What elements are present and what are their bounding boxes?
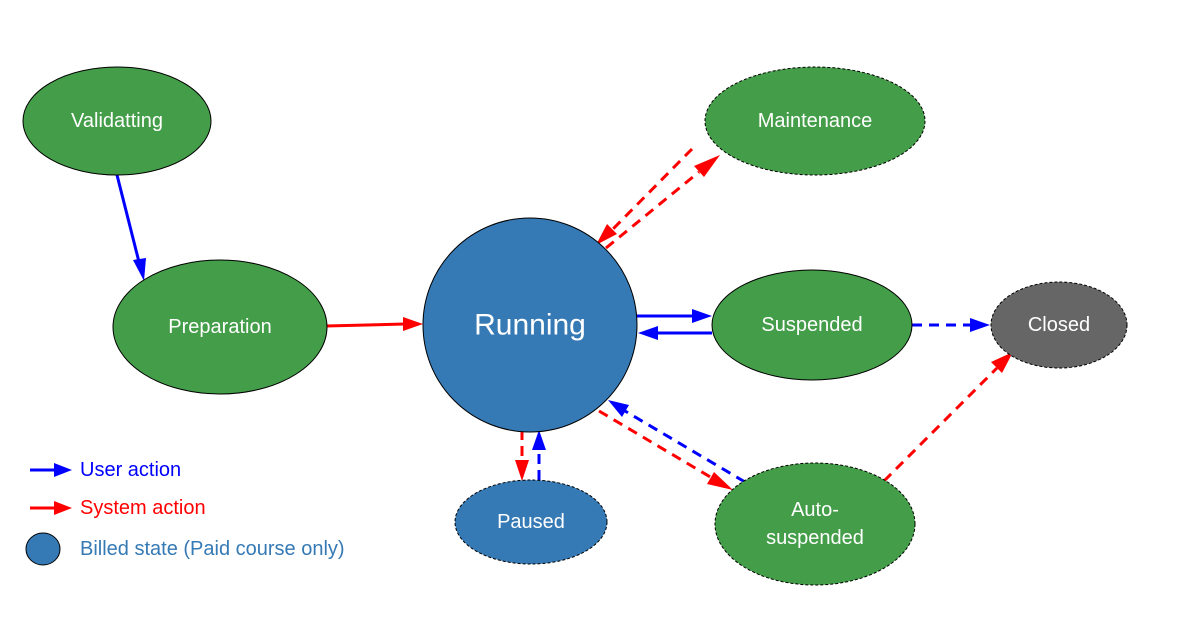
legend-billed-state: Billed state (Paid course only) (25, 532, 345, 566)
edge-running-to-auto-suspended[interactable] (598, 409, 733, 490)
node-label: Suspended (761, 314, 862, 336)
edge-running-to-suspended[interactable] (637, 309, 712, 323)
edge-validatting-to-preparation[interactable] (115, 174, 146, 281)
red-arrow-icon (30, 501, 72, 515)
edge-auto-suspended-to-closed[interactable] (882, 352, 1013, 483)
edge-preparation-to-running[interactable] (325, 317, 423, 331)
node-label-line1: Auto- (791, 499, 839, 521)
node-suspended[interactable]: Suspended (711, 269, 913, 381)
node-label: Preparation (168, 316, 271, 338)
legend: User action System action Billed state (… (25, 459, 345, 566)
edge-maintenance-to-running[interactable] (596, 147, 694, 245)
legend-user-action: User action (30, 459, 181, 481)
edge-paused-to-running[interactable] (532, 430, 546, 480)
node-validatting[interactable]: Validatting (22, 66, 212, 176)
node-auto-suspended[interactable]: Auto- suspended (714, 462, 916, 586)
node-label: Paused (497, 511, 565, 533)
edge-running-to-paused[interactable] (515, 430, 529, 481)
legend-label: System action (80, 497, 206, 519)
legend-label: User action (80, 459, 181, 481)
node-closed[interactable]: Closed (990, 281, 1128, 369)
edge-running-to-maintenance[interactable] (605, 155, 720, 250)
node-preparation[interactable]: Preparation (112, 259, 328, 395)
edge-auto-suspended-to-running[interactable] (608, 400, 746, 484)
edge-suspended-to-closed[interactable] (912, 318, 990, 332)
edges (115, 147, 1013, 490)
node-label-line2: suspended (766, 527, 864, 549)
edge-suspended-to-running[interactable] (638, 326, 712, 340)
billed-circle-icon (25, 532, 61, 566)
node-label: Closed (1028, 314, 1090, 336)
node-paused[interactable]: Paused (454, 479, 608, 565)
node-label: Validatting (71, 110, 163, 132)
blue-arrow-icon (30, 463, 72, 477)
legend-system-action: System action (30, 497, 206, 519)
node-label: Maintenance (758, 110, 873, 132)
legend-label: Billed state (Paid course only) (80, 538, 345, 560)
node-maintenance[interactable]: Maintenance (704, 66, 926, 176)
node-label: Running (474, 309, 586, 342)
node-running[interactable]: Running (422, 217, 638, 433)
